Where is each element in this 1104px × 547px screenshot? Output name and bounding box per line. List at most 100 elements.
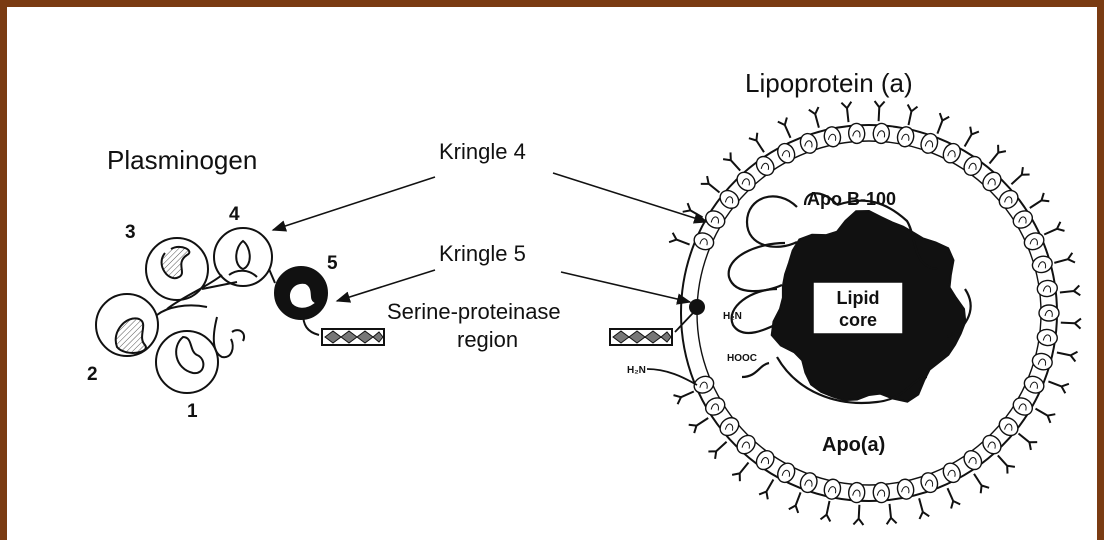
glycan-branch (974, 474, 989, 494)
ring-kringle-loop (979, 432, 1004, 458)
plasminogen-molecule (96, 228, 384, 393)
ring-kringle-loop (753, 153, 778, 179)
glycan-branch (759, 480, 773, 500)
ring-kringle-loop (1010, 394, 1035, 418)
glycan-branch (998, 455, 1015, 473)
glycan-branch (853, 505, 863, 525)
kringle-5-shape (275, 267, 327, 319)
glycan-branch (887, 504, 897, 524)
glycan-branch (732, 463, 748, 482)
ring-kringle-loop (873, 123, 890, 144)
ring-kringle-loop (1031, 351, 1055, 372)
kringle-4-shape (214, 228, 272, 286)
arrow-kringle5-plasminogen (337, 270, 435, 301)
glycan-branch (875, 101, 885, 121)
kringle-number-1: 1 (187, 401, 198, 422)
apo-a-label: Apo(a) (822, 434, 885, 456)
diagram-canvas: 1 2 3 4 5 Plasminogen Lipoprotein (a) Kr… (7, 7, 1104, 547)
ring-kringle-loop (918, 131, 940, 155)
glycan-branch (990, 145, 1006, 164)
glycan-branch (1061, 319, 1081, 329)
lipid-core-line2: core (839, 310, 877, 330)
glycan-branch (708, 442, 726, 459)
glycan-branch (919, 498, 929, 519)
ring-kringle-loop (940, 460, 963, 485)
ring-kringle-loop (798, 131, 820, 155)
ring-kringle-loop (733, 432, 758, 458)
glycan-branch (701, 176, 720, 192)
glycan-branch (948, 488, 961, 508)
ring-kringle-loop (1039, 305, 1059, 321)
lipid-core-line1: Lipid (837, 288, 880, 308)
arrow-kringle4-lipoprotein (553, 173, 707, 222)
glycan-branch (965, 127, 979, 147)
serine-region-label-line1: Serine-proteinase (387, 299, 561, 324)
arrow-kringle4-plasminogen (273, 177, 435, 230)
ring-kringle-loop (692, 230, 717, 253)
ring-kringle-loop (1022, 373, 1047, 396)
ring-kringle-loop (873, 482, 890, 503)
glycan-branch (821, 501, 831, 522)
h2n-label-2: H₂N (627, 365, 646, 376)
ring-kringle-loop (979, 169, 1004, 195)
kringle-number-4: 4 (229, 204, 240, 225)
ring-kringle-loop (753, 447, 778, 473)
glycan-branch (778, 118, 791, 138)
plasminogen-title: Plasminogen (107, 145, 257, 175)
ring-kringle-loop (896, 125, 916, 148)
glycan-branch (1048, 381, 1069, 393)
glycan-branch (1044, 222, 1064, 235)
kringle-2-shape (96, 294, 158, 356)
glycan-branch (809, 107, 819, 128)
arrow-kringle5-lipoprotein (561, 272, 690, 302)
glycan-branch (937, 113, 949, 134)
ring-kringle-loop (996, 187, 1022, 212)
hooc-label: HOOC (727, 353, 757, 364)
lipoprotein-particle: Lipid core Apo B-100 Apo(a) H₂N H₂N HOOC (610, 101, 1081, 525)
ring-kringle-loop (1031, 254, 1055, 275)
ring-kringle-loop (823, 478, 843, 501)
serine-region-label-line2: region (457, 327, 518, 352)
glycan-branch (1054, 253, 1075, 263)
ring-kringle-loop (848, 123, 865, 144)
kringle-number-2: 2 (87, 364, 98, 385)
glycan-branch (908, 105, 918, 126)
ring-kringle-loop (717, 187, 743, 212)
ring-kringle-loop (702, 394, 727, 418)
ring-kringle-loop (702, 207, 727, 231)
glycan-branch (1019, 434, 1038, 450)
kringle-number-5: 5 (327, 253, 338, 274)
kringle5-label: Kringle 5 (439, 241, 526, 266)
ring-kringle-loop (896, 478, 916, 501)
glycan-branch (674, 392, 694, 405)
glycan-branch (1011, 167, 1029, 184)
ring-kringle-loop (717, 414, 743, 439)
ring-kringle-loop (848, 482, 865, 503)
kringle-number-3: 3 (125, 222, 136, 243)
glycan-branch (1060, 285, 1080, 295)
ring-kringle-loop (960, 153, 985, 179)
ring-kringle-loop (774, 141, 797, 166)
glycan-branch (1036, 409, 1056, 423)
glycan-branch (669, 233, 690, 245)
ring-kringle-loop (960, 447, 985, 473)
h2n-label-1: H₂N (723, 311, 742, 322)
glycan-branch (689, 418, 709, 433)
ring-kringle-loop (940, 141, 963, 166)
glycan-branch (1057, 352, 1078, 362)
ring-kringle-loop (918, 470, 940, 494)
lipoprotein-serine-box (610, 329, 672, 345)
pointer-arrows (273, 173, 707, 302)
glycan-branch (749, 133, 764, 153)
ring-kringle-loop (823, 125, 843, 148)
ring-kringle-loop (774, 460, 797, 485)
kringle-1-shape (156, 317, 244, 393)
ring-kringle-loop (1010, 207, 1035, 231)
ring-kringle-loop (1022, 230, 1047, 253)
ring-kringle-loop (996, 414, 1022, 439)
glycan-branch (841, 102, 851, 122)
glycan-branch (723, 152, 740, 170)
glycan-branch (1030, 193, 1050, 208)
apo-b100-label: Apo B-100 (807, 189, 896, 209)
